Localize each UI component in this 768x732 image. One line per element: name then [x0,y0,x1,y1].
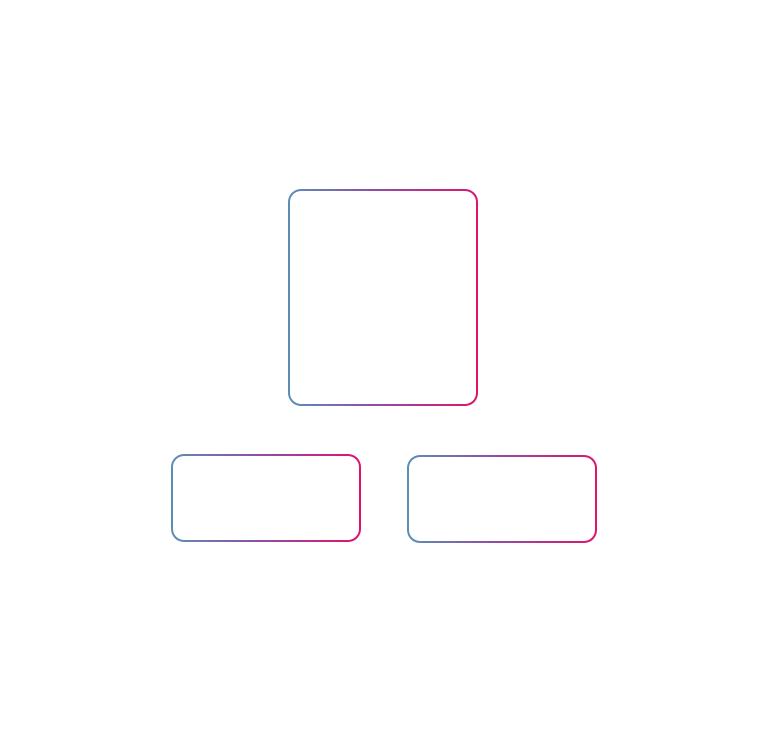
bottom-right-panel-frame [407,455,597,543]
bottom-left-panel-frame [171,454,361,542]
top-panel-frame [288,189,478,406]
